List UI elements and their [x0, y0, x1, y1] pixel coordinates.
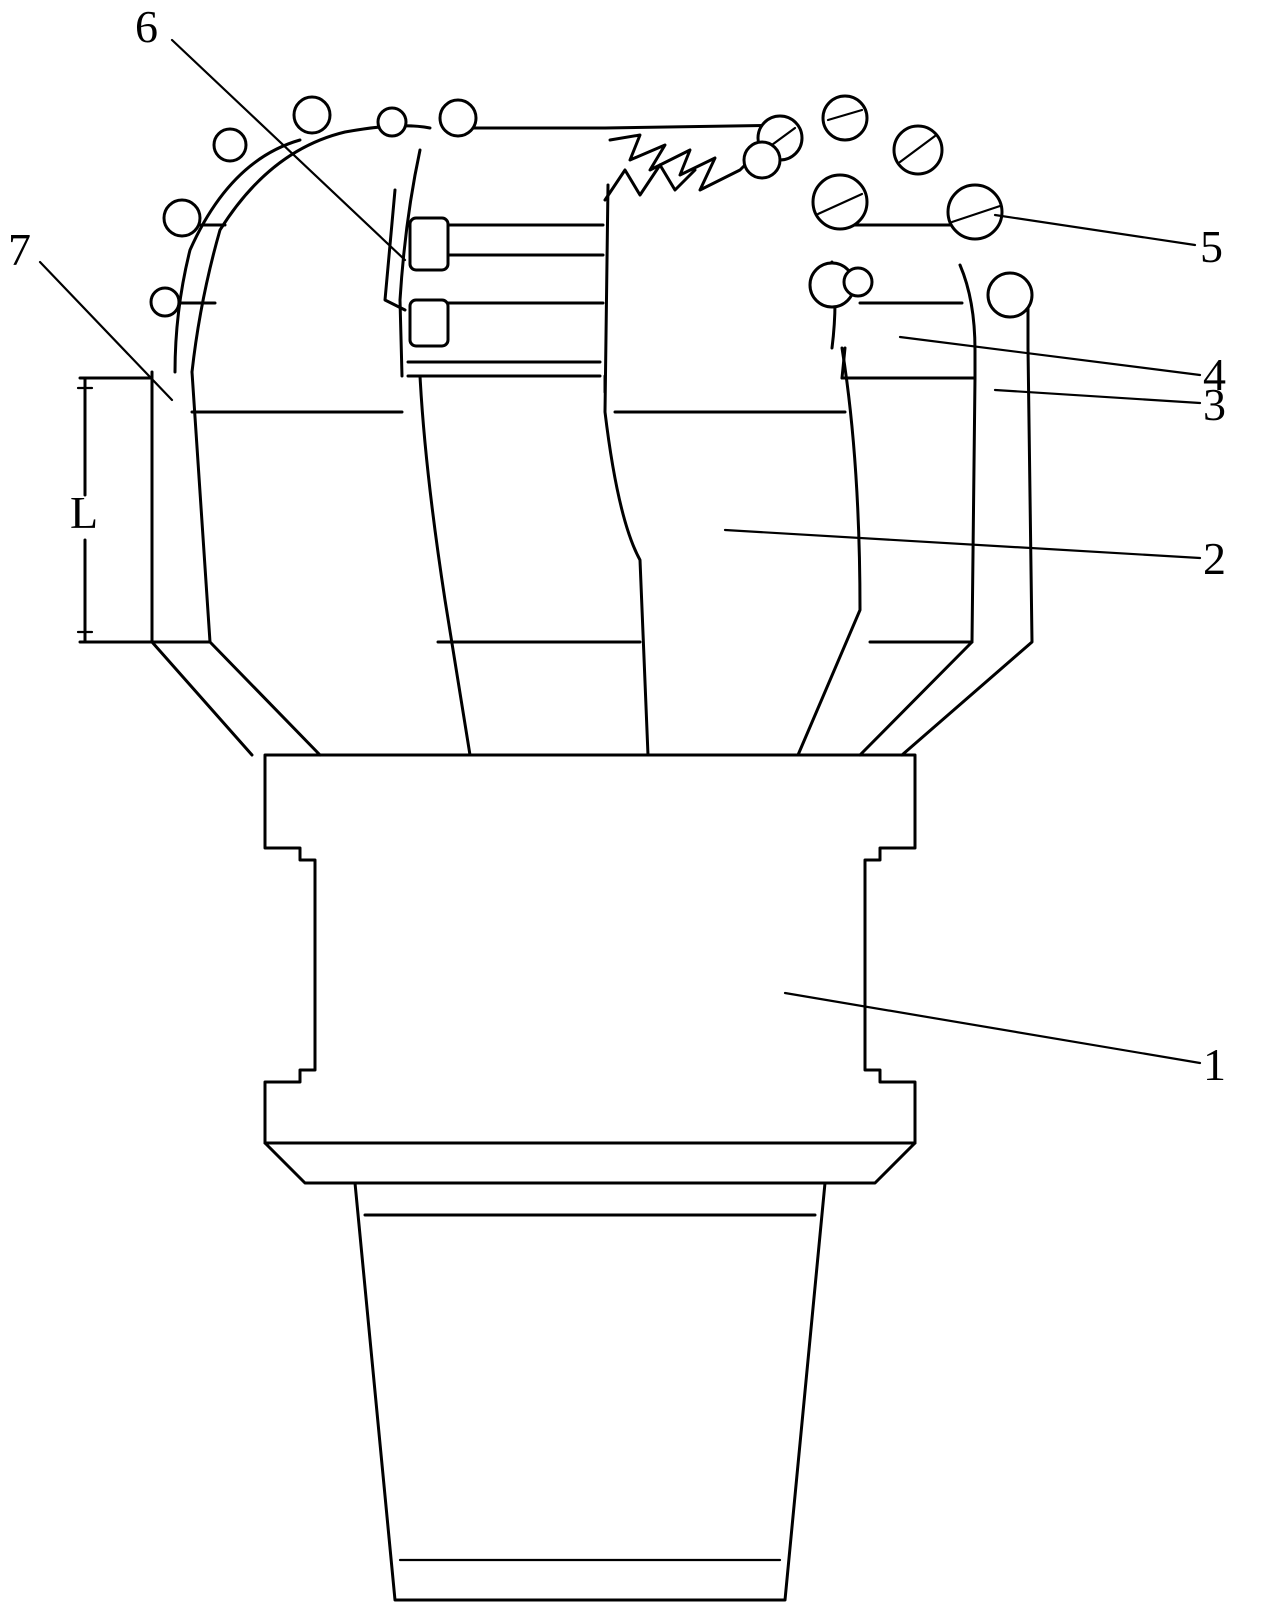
- label-part-7: 7: [8, 224, 31, 275]
- cutter: [149, 286, 181, 318]
- leader-lines: [38, 38, 1202, 1065]
- cutter: [946, 183, 1004, 241]
- inlay-block-upper: [408, 216, 450, 272]
- label-part-5: 5: [1200, 221, 1223, 272]
- crown-gauge-section: [78, 123, 1034, 757]
- label-part-3: 3: [1203, 379, 1226, 430]
- label-part-2: 2: [1203, 533, 1226, 584]
- pdc-cutters-right: [742, 94, 1034, 319]
- label-part-4: 4: [1203, 349, 1226, 400]
- cutter: [438, 98, 478, 138]
- inlay-block-lower: [408, 298, 450, 348]
- cutter: [821, 94, 869, 142]
- label-part-6: 6: [135, 1, 158, 52]
- cutter: [212, 127, 248, 163]
- cutter: [162, 198, 202, 238]
- cutter: [742, 140, 782, 180]
- dimension-label-l: L: [70, 487, 98, 538]
- cutter: [986, 271, 1034, 319]
- threaded-pin: [263, 1141, 917, 1602]
- label-part-1: 1: [1203, 1039, 1226, 1090]
- cutter: [292, 95, 332, 135]
- cutter: [811, 173, 869, 231]
- pdc-cutters-left: [149, 95, 478, 318]
- cutter: [376, 106, 408, 138]
- part-labels: 1 2 3 4 5 6 7: [8, 1, 1226, 1090]
- dimension-l: L: [70, 376, 98, 644]
- bit-body: [263, 753, 917, 1145]
- cutter: [892, 124, 944, 176]
- cutter: [808, 261, 874, 309]
